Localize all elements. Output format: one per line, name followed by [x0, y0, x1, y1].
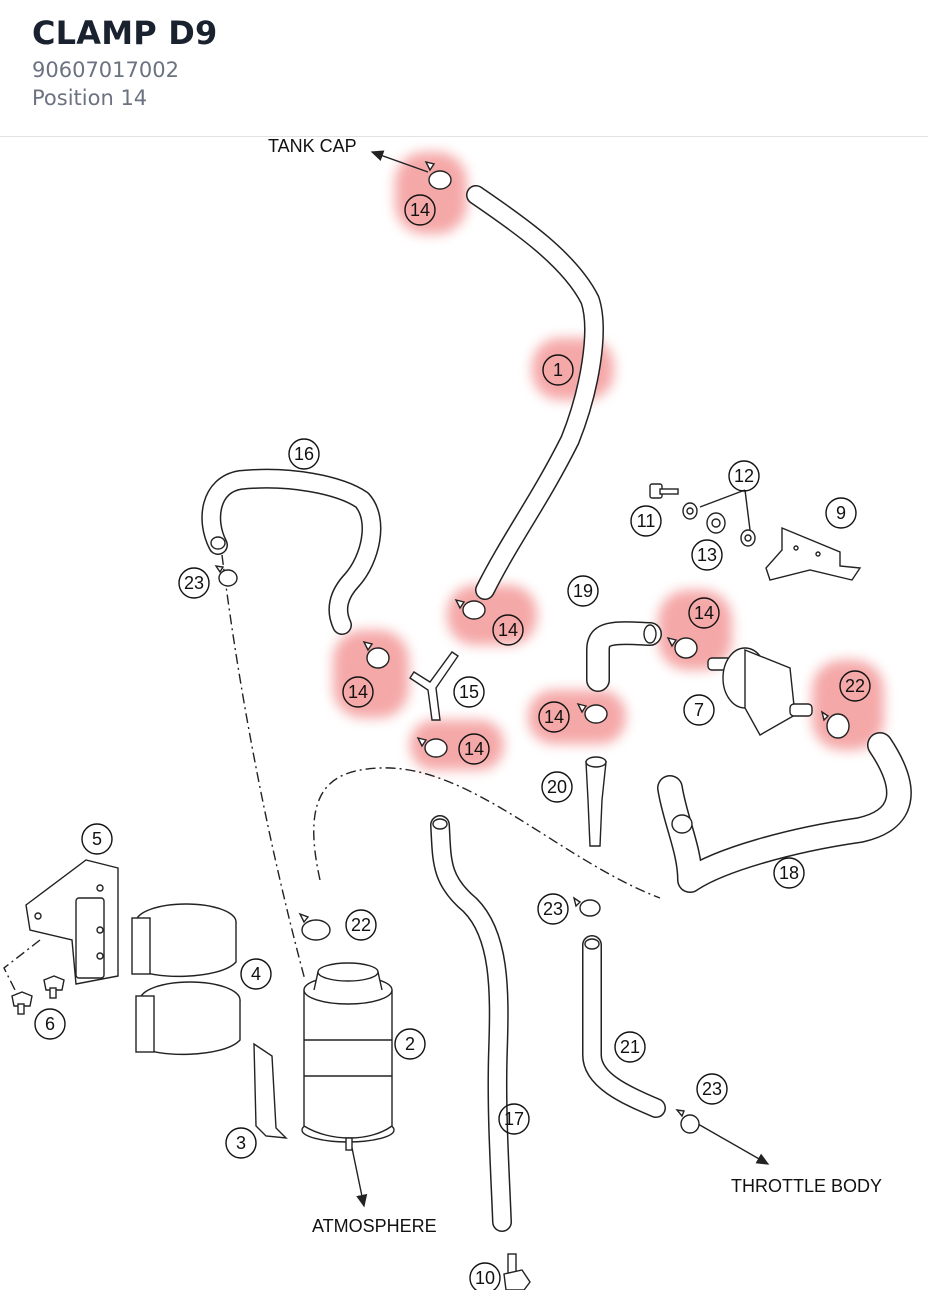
callout-18[interactable]: 18: [779, 863, 799, 883]
callout-13[interactable]: 13: [697, 545, 717, 565]
washer-12a: [682, 502, 698, 520]
washer-12b: [740, 529, 756, 547]
callout-6[interactable]: 6: [45, 1014, 55, 1034]
callout-20[interactable]: 20: [547, 777, 567, 797]
routing-line-left: [221, 554, 306, 981]
callout-23-right[interactable]: 23: [702, 1079, 722, 1099]
callout-22-upper[interactable]: 22: [845, 676, 865, 696]
hose-19-end: [643, 624, 657, 644]
leader-12b: [744, 489, 751, 531]
clamp-22-upper: [820, 710, 850, 739]
part-number: 90607017002: [32, 58, 179, 82]
restrictor-20: [585, 756, 607, 847]
hose-19: [586, 621, 662, 692]
bolt-11: [649, 483, 679, 499]
label-tank-cap: TANK CAP: [268, 136, 357, 156]
clamp-lower-mid: [416, 736, 448, 758]
callout-14-left[interactable]: 14: [348, 682, 368, 702]
clamp-upper-mid: [454, 598, 486, 620]
arrow-tank-cap: [370, 150, 429, 173]
highlight-clamp-lower-mid: [410, 720, 504, 770]
clamp-group: [214, 160, 850, 1134]
purge-valve-7: [707, 647, 813, 736]
callout-10[interactable]: 10: [475, 1268, 495, 1288]
hose-21: [582, 935, 666, 1118]
clamp-22-lower: [298, 912, 331, 941]
callout-1[interactable]: 1: [553, 360, 563, 380]
highlight-clamp-upper-mid: [447, 585, 537, 645]
strap-4-upper: [131, 903, 237, 978]
hose-16: [201, 468, 382, 635]
callout-11[interactable]: 11: [637, 511, 656, 531]
arrow-throttle-body: [697, 1123, 770, 1165]
grommet-13: [706, 512, 726, 534]
callout-4[interactable]: 4: [251, 964, 261, 984]
callout-3[interactable]: 3: [236, 1133, 246, 1153]
hose-16-end: [210, 536, 226, 550]
label-throttle-body: THROTTLE BODY: [731, 1176, 882, 1196]
bracket-9: [765, 526, 862, 581]
callout-14-tank-cap[interactable]: 14: [410, 200, 430, 220]
callout-14-valve[interactable]: 14: [694, 603, 714, 623]
callout-19[interactable]: 19: [573, 581, 593, 601]
bolts-6: [11, 975, 65, 1015]
hose-21-end: [584, 938, 600, 950]
callout-23-left[interactable]: 23: [184, 573, 204, 593]
strap-4-lower: [135, 981, 241, 1056]
clamp-23-right: [675, 1109, 700, 1134]
highlight-tank-cap-clamp: [395, 152, 467, 234]
callout-2[interactable]: 2: [405, 1034, 415, 1054]
clamp-right-mid: [576, 702, 608, 724]
callout-14-upper-mid[interactable]: 14: [498, 620, 518, 640]
clamp-left: [362, 640, 390, 669]
callout-17[interactable]: 17: [504, 1109, 524, 1129]
bracket-5: [25, 859, 119, 985]
callout-9[interactable]: 9: [836, 503, 846, 523]
part-title: CLAMP D9: [32, 14, 218, 52]
highlight-clamp-left: [333, 630, 409, 718]
hose-17-end: [432, 818, 448, 830]
routing-line-bracket: [3, 939, 41, 1001]
highlight-clamp-right-mid: [528, 690, 626, 744]
leader-12a: [699, 489, 746, 508]
callout-22-lower[interactable]: 22: [351, 915, 371, 935]
connector-15: [409, 651, 459, 721]
clamp-23-center: [572, 896, 601, 917]
clip-3: [253, 1042, 288, 1139]
hose-18-end: [671, 814, 693, 834]
canister-2: [301, 962, 395, 1151]
hardware-group: [649, 483, 756, 547]
arrow-atmosphere: [351, 1147, 368, 1208]
callout-12[interactable]: 12: [734, 466, 754, 486]
label-atmosphere: ATMOSPHERE: [312, 1216, 437, 1236]
callout-21[interactable]: 21: [620, 1037, 640, 1057]
clamp-tank-cap: [424, 160, 452, 190]
clamp-valve: [666, 636, 698, 659]
hose-17: [430, 815, 512, 1232]
fitting-10: [503, 1253, 531, 1290]
callout-16[interactable]: 16: [294, 444, 314, 464]
part-header: CLAMP D9 90607017002 Position 14: [0, 0, 928, 137]
hose-18: [657, 732, 912, 893]
routing-line-center: [313, 767, 661, 899]
callout-14-lower-mid[interactable]: 14: [464, 739, 484, 759]
hose-1: [466, 185, 604, 600]
callout-7[interactable]: 7: [694, 700, 704, 720]
part-position: Position 14: [32, 86, 148, 110]
callout-5[interactable]: 5: [92, 829, 102, 849]
clamp-23-left: [214, 565, 238, 587]
callout-14-right-mid[interactable]: 14: [544, 707, 564, 727]
callout-circles: [34, 194, 871, 1290]
callout-23-center[interactable]: 23: [543, 899, 563, 919]
callout-15[interactable]: 15: [459, 682, 479, 702]
